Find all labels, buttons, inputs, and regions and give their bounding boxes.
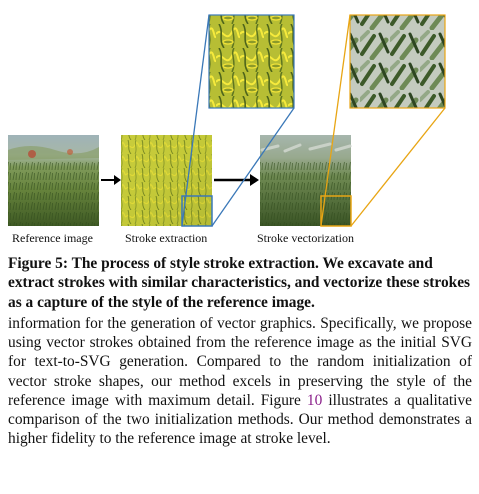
figure-caption: Figure 5: The process of style stroke ex…: [8, 254, 472, 312]
blue-connector-right: [211, 107, 295, 227]
body-text-part1: information for the generation of vector…: [8, 315, 472, 409]
caption-label: Figure 5:: [8, 255, 68, 272]
extraction-zoom-inset: [208, 14, 295, 109]
extraction-zoom-box: [181, 195, 213, 227]
vectorization-zoom-inset: [349, 14, 446, 109]
blue-connector-left: [181, 14, 210, 227]
orange-connector-left: [320, 14, 351, 227]
figure-5: Reference image Stroke extraction Stroke…: [8, 14, 446, 245]
reference-image: [8, 135, 99, 226]
extraction-image: [121, 135, 213, 227]
orange-connector-right: [350, 107, 446, 227]
body-paragraph: information for the generation of vector…: [8, 314, 472, 448]
label-stroke-vectorization: Stroke vectorization: [257, 231, 354, 245]
label-stroke-extraction: Stroke extraction: [125, 231, 208, 245]
vectorization-image: [260, 135, 352, 227]
figure-graphic: [8, 14, 446, 227]
body-text-part2: illustrates a qualitative comparison of …: [8, 391, 472, 448]
arrow-1: [101, 175, 121, 185]
arrow-2: [214, 174, 259, 186]
label-reference-image: Reference image: [12, 231, 93, 245]
figure-reference-link[interactable]: 10: [306, 391, 323, 409]
caption-text: The process of style stroke extraction. …: [8, 255, 471, 311]
vectorization-zoom-box: [320, 195, 352, 227]
